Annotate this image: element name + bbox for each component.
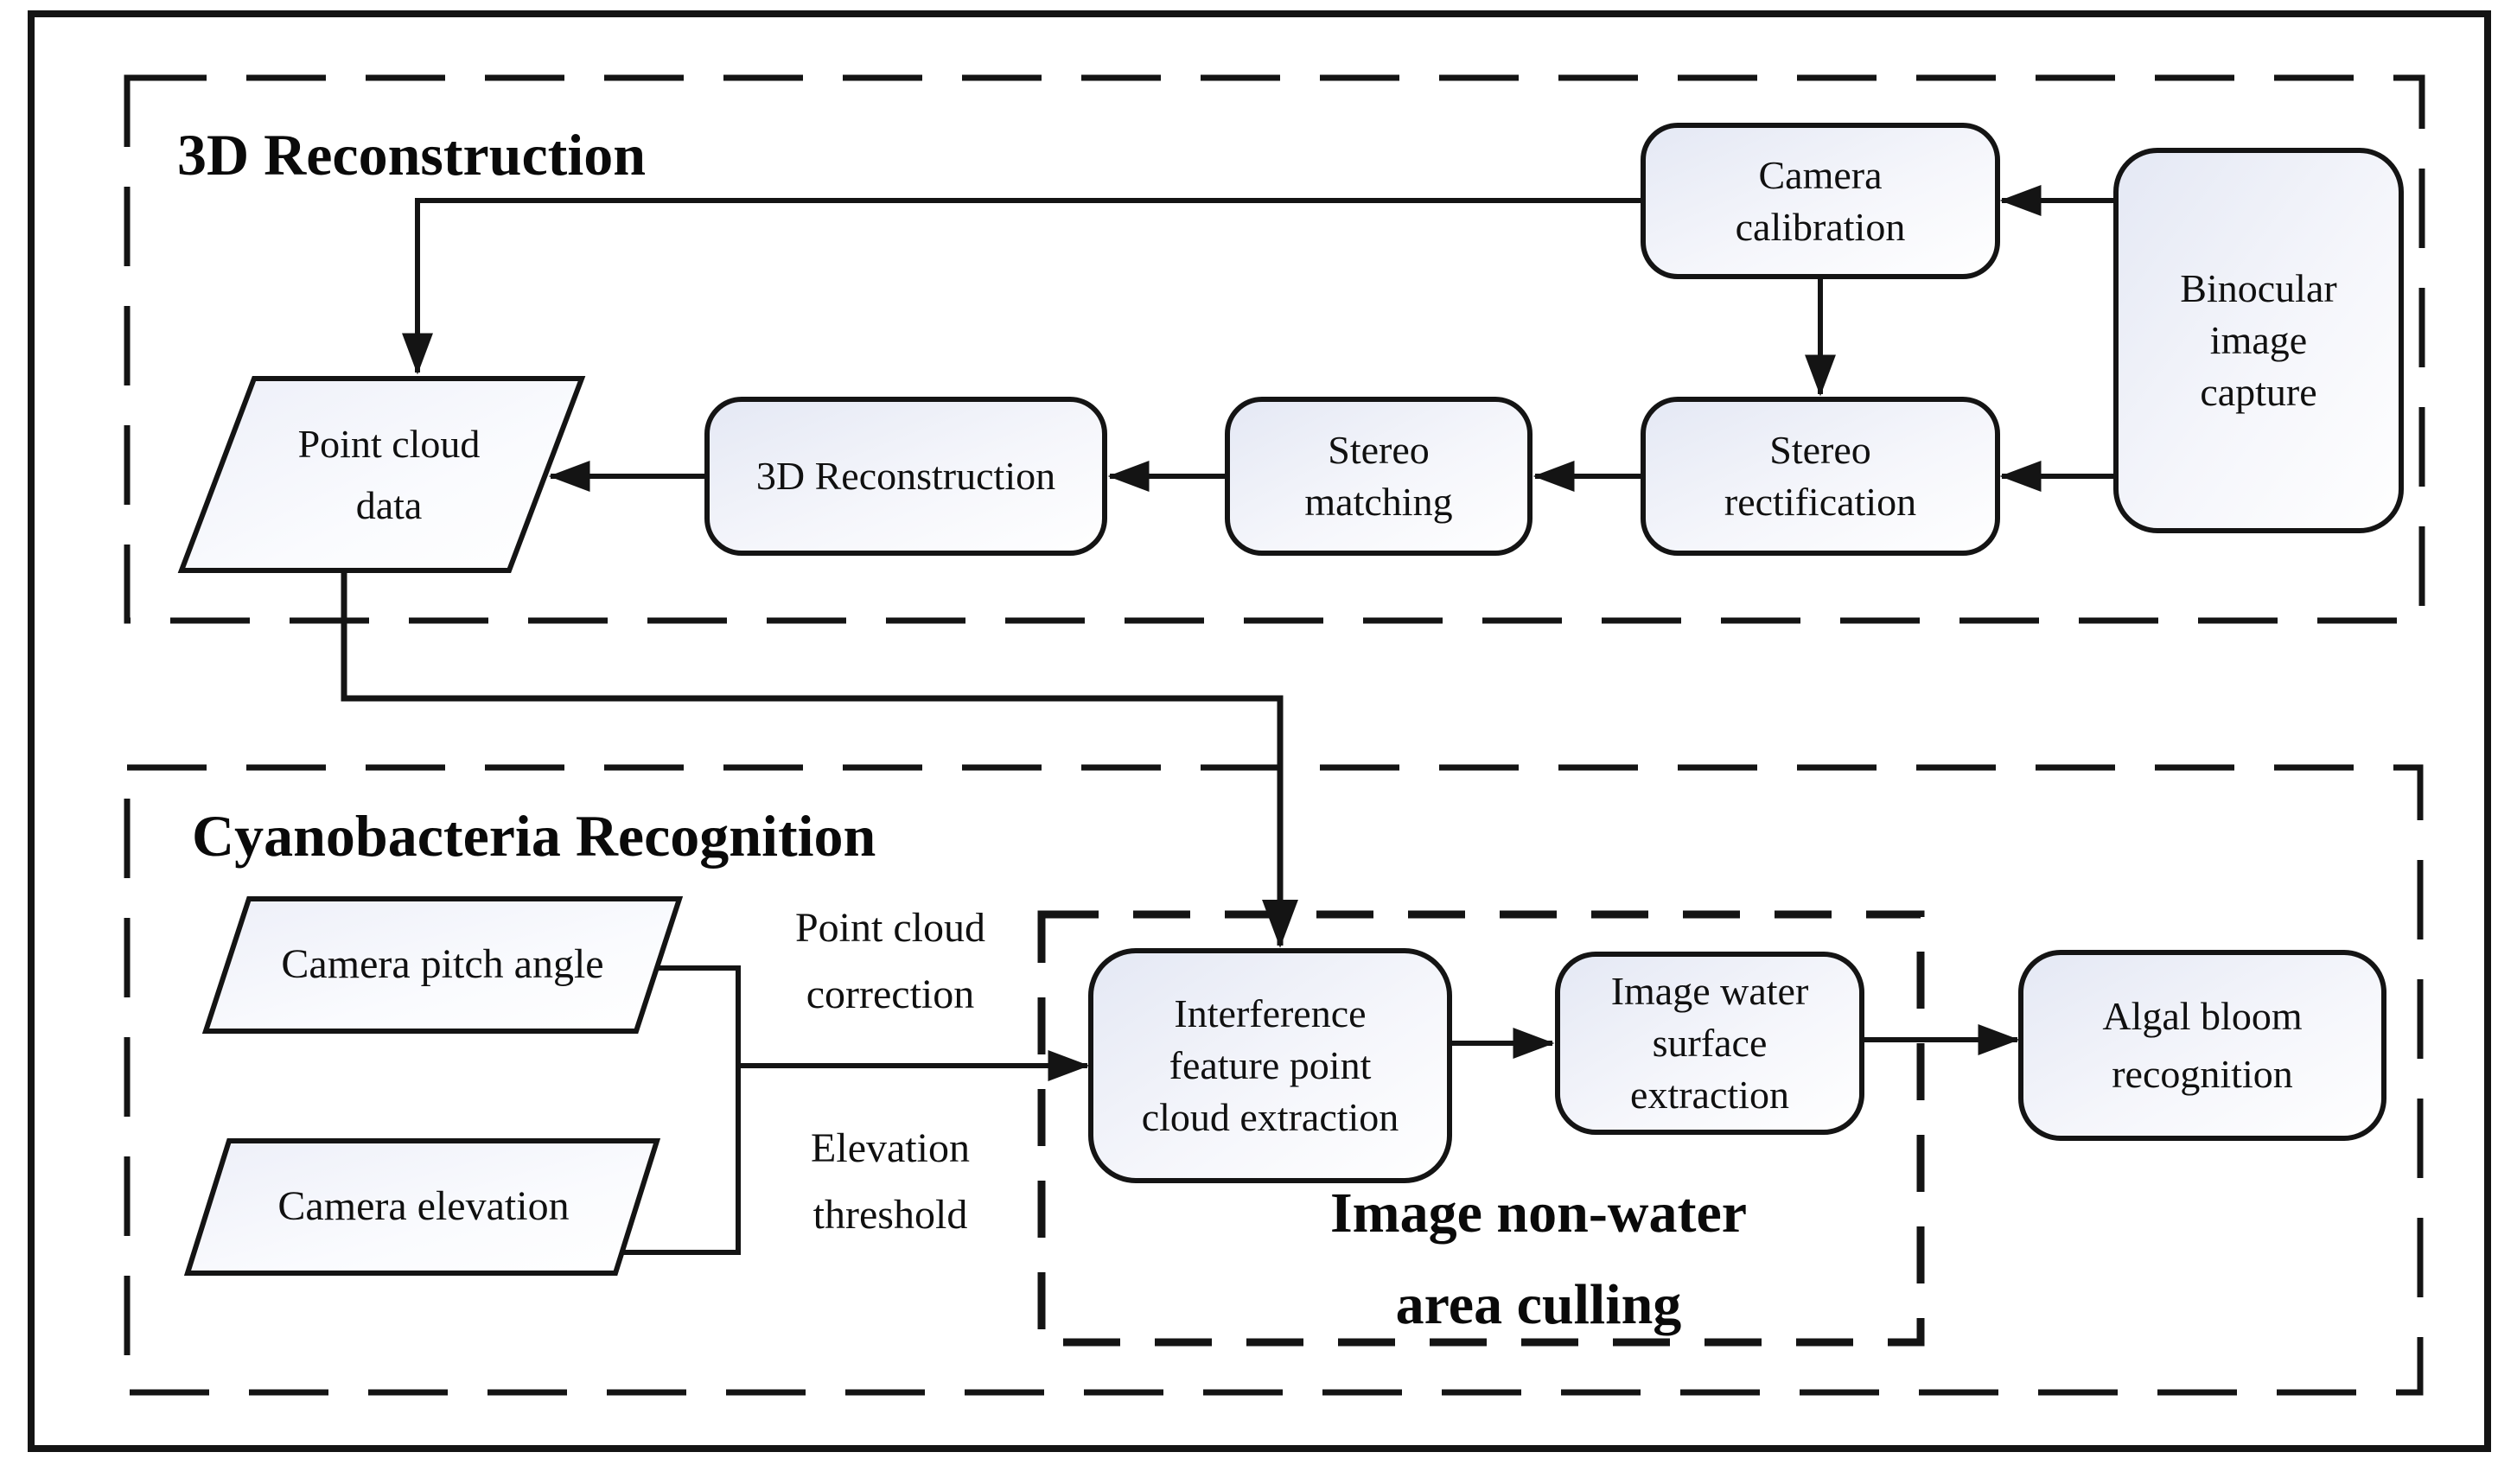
data-point-cloud (177, 376, 586, 573)
point-cloud-data-label: Point cloud data (297, 421, 481, 527)
edge-pointcloud-to-interference (341, 570, 1298, 948)
node-image-water-surface (1555, 952, 1864, 1135)
outer-frame (28, 10, 2491, 1452)
binocular-image-capture-label: Binocular image capture (2180, 266, 2337, 414)
elevation-threshold-label: Elevation threshold (811, 1125, 970, 1238)
image-water-surface-label: Image water surface extraction (1610, 969, 1809, 1117)
node-algal-bloom-recognition (2018, 950, 2386, 1141)
culling-section-title: Image non-water area culling (1329, 1181, 1748, 1336)
camera-pitch-angle-label: Camera pitch angle (281, 941, 604, 988)
reconstruction-section-box (124, 74, 2425, 624)
reconstruction-section-title: 3D Reconstruction (177, 122, 647, 188)
cyanobacteria-section-box (124, 764, 2424, 1396)
node-stereo-rectification (1641, 397, 2000, 556)
edge-calibration-to-pointcloud (402, 198, 1643, 375)
3d-reconstruction-node-label: 3D Reconstruction (755, 454, 1056, 499)
node-stereo-matching (1225, 397, 1533, 556)
algal-bloom-recognition-label: Algal bloom recognition (2102, 993, 2303, 1096)
camera-calibration-label: Camera calibration (1735, 152, 1906, 249)
cyanobacteria-section-title: Cyanobacteria Recognition (192, 803, 876, 869)
stereo-matching-label: Stereo matching (1304, 428, 1453, 524)
data-camera-pitch-angle (201, 896, 684, 1034)
point-cloud-correction-label: Point cloud correction (794, 905, 985, 1017)
camera-elevation-label: Camera elevation (277, 1183, 570, 1230)
culling-section-box (1037, 910, 1925, 1347)
interference-extraction-label: Interference feature point cloud extract… (1141, 991, 1399, 1139)
node-camera-calibration (1641, 123, 2000, 279)
node-3d-reconstruction (704, 397, 1107, 556)
node-binocular-image-capture (2113, 148, 2404, 533)
node-interference-extraction (1088, 948, 1452, 1183)
stereo-rectification-label: Stereo rectification (1724, 428, 1917, 524)
edge-inputs-bracket (617, 965, 741, 1255)
data-camera-elevation (183, 1138, 661, 1276)
